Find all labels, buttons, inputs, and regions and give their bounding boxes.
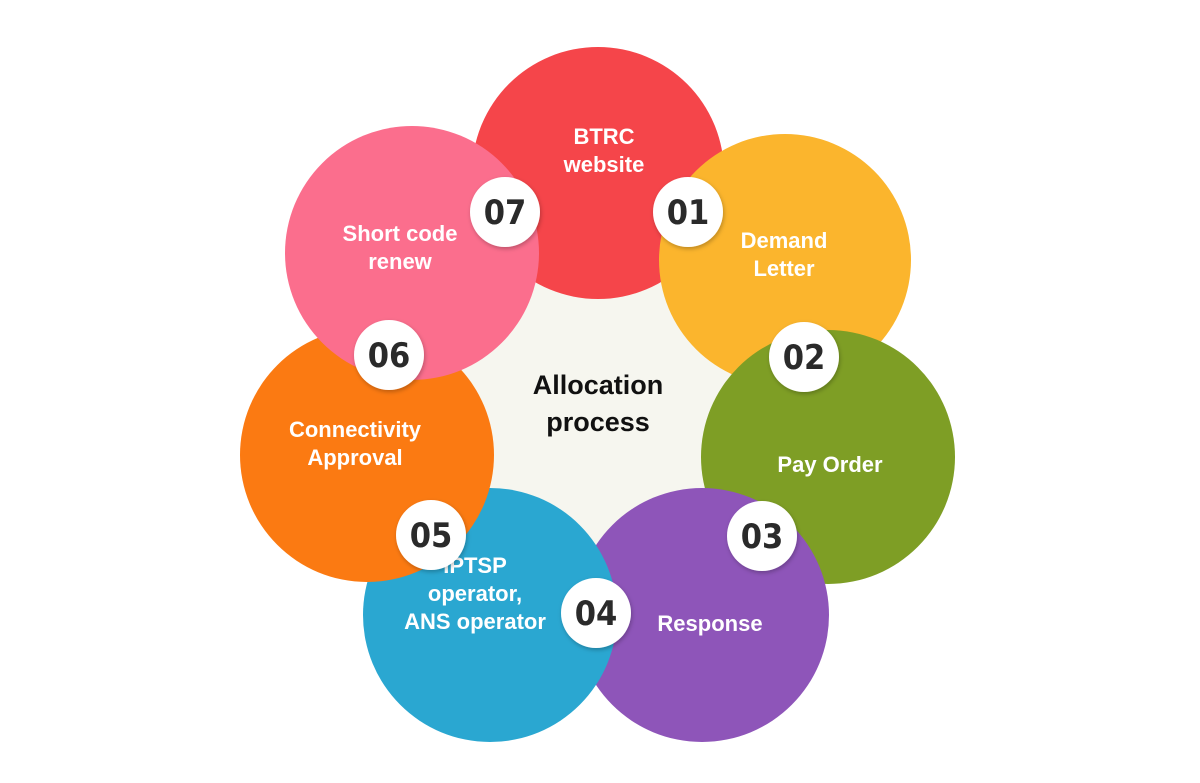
step-badge-05: 05	[396, 500, 466, 570]
step-04-label-line-1: Response	[657, 611, 762, 636]
step-number-05: 05	[410, 516, 453, 556]
step-02-label-line-1: Demand	[741, 228, 828, 253]
step-badge-02: 02	[769, 322, 839, 392]
step-badge-circle-02	[769, 322, 839, 392]
step-07-label-line-2: renew	[368, 249, 432, 274]
step-badge-circle-01	[653, 177, 723, 247]
step-03-label-line-1: Pay Order	[777, 452, 883, 477]
step-badge-circle-06	[354, 320, 424, 390]
petal-step-02	[659, 134, 911, 386]
step-number-03: 03	[741, 517, 784, 557]
badge-group: 01 02 03 04 05 06 07	[354, 177, 839, 648]
step-badge-circle-05	[396, 500, 466, 570]
center-title-line1: Allocation	[533, 370, 664, 400]
step-07-label-line-1: Short code	[343, 221, 458, 246]
step-badge-01: 01	[653, 177, 723, 247]
step-05-label-line-3: ANS operator	[404, 609, 546, 634]
step-06-label-line-1: Connectivity	[289, 417, 422, 442]
step-badge-07: 07	[470, 177, 540, 247]
step-badge-circle-04	[561, 578, 631, 648]
step-05-label-line-2: operator,	[428, 581, 522, 606]
step-number-04: 04	[575, 594, 618, 634]
step-badge-circle-07	[470, 177, 540, 247]
petal-step-07	[285, 126, 539, 380]
step-badge-04: 04	[561, 578, 631, 648]
step-badge-circle-03	[727, 501, 797, 571]
step-number-07: 07	[484, 193, 527, 233]
step-number-02: 02	[783, 338, 826, 378]
step-01-label-line-2: website	[563, 152, 645, 177]
step-02-label-line-2: Letter	[753, 256, 815, 281]
step-01-label-line-1: BTRC	[573, 124, 634, 149]
step-number-06: 06	[368, 336, 411, 376]
step-badge-03: 03	[727, 501, 797, 571]
step-number-01: 01	[667, 193, 710, 233]
center-title-line2: process	[546, 407, 650, 437]
step-badge-06: 06	[354, 320, 424, 390]
step-06-label-line-2: Approval	[307, 445, 402, 470]
